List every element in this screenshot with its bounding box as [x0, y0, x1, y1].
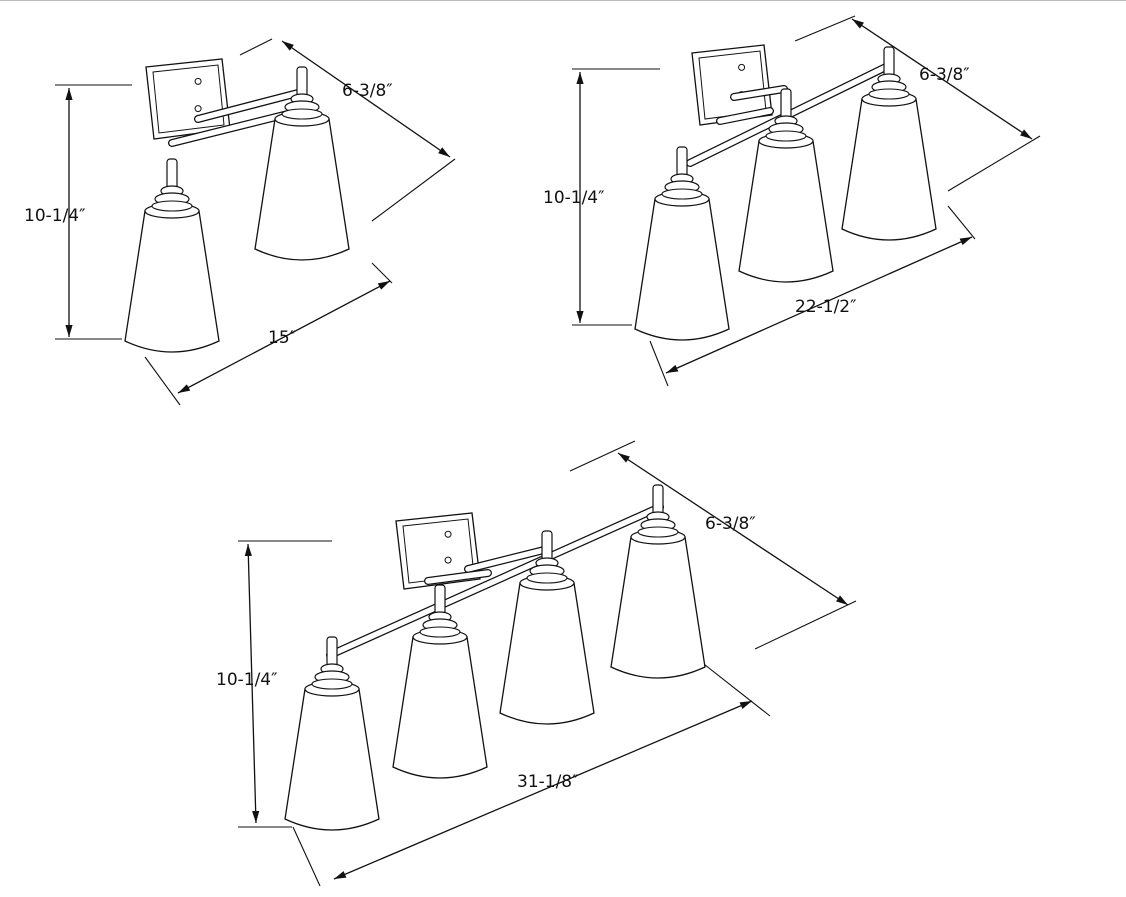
fig2-ext [794, 15, 856, 42]
fig2-ext [649, 340, 669, 387]
fig2-shade-mid-stem [780, 88, 792, 120]
fig1-depth-label: 6-3/8″ [342, 81, 393, 101]
fig3-width-arrow [333, 700, 753, 880]
fig3-backplate-screw [444, 556, 452, 564]
fig2-shade-mid-glass [738, 140, 834, 283]
fig1-shade-back-glass [254, 118, 350, 261]
fig1-backplate-screw [194, 77, 202, 85]
fig2-backplate [691, 44, 773, 126]
fig3-arm2 [425, 570, 491, 584]
fig1-backplate-inner [152, 64, 225, 134]
fig3-shade-4-glass-neck [637, 526, 679, 538]
fig1-arm [195, 90, 301, 122]
fig2-height-label: 10-1/4″ [543, 188, 605, 208]
fig3-height-label: 10-1/4″ [216, 670, 278, 690]
fig2-width-label: 22-1/2″ [795, 297, 857, 317]
fig1-ext [144, 356, 181, 406]
fig3-shade-1-glass [284, 688, 380, 831]
fig2-shade-front-glass-neck [661, 188, 703, 200]
fig3-crossbar [327, 504, 663, 658]
fig3-shade-3-glass [499, 582, 595, 725]
fig1-width-arrow [177, 280, 391, 394]
fig2-depth-label: 6-3/8″ [919, 65, 970, 85]
fig3-ext [754, 600, 857, 650]
fig3-shade-3-glass-neck [526, 572, 568, 584]
fig3-shade-4-stem [652, 484, 664, 516]
fig3-shade-1-glass-neck [311, 678, 353, 690]
fig2-shade-back-glass-neck [868, 88, 910, 100]
fig3-height-arrow [244, 543, 260, 824]
fig2-shade-mid-glass-neck [765, 130, 807, 142]
fig3-ext [699, 660, 771, 717]
fig2-arm2 [717, 108, 773, 124]
fig3-depth-arrow [617, 452, 849, 606]
fig3-backplate [395, 512, 481, 590]
fig3-shade-3-stem [541, 530, 553, 562]
fig3-depth-label: 6-3/8″ [705, 514, 756, 534]
fig2-ext [947, 205, 976, 240]
fig3-shade-2-stem [434, 584, 446, 616]
fig2-ext [947, 135, 1041, 192]
fig1-ext [371, 262, 393, 284]
fig2-depth-arrow [851, 18, 1033, 140]
fig1-shade-front-stem [166, 158, 178, 190]
fig3-ext [569, 440, 636, 472]
fig3-shade-2-glass [392, 636, 488, 779]
fig2-shade-front-glass [634, 198, 730, 341]
fig1-height-label: 10-1/4″ [24, 206, 86, 226]
fig2-shade-front-stem [676, 146, 688, 178]
fig1-ext [239, 38, 273, 56]
fig3-ext [292, 826, 321, 887]
fig3-backplate-screw [444, 530, 452, 538]
fig3-shade-2-glass-neck [419, 626, 461, 638]
fig1-width-label: 15″ [268, 328, 296, 348]
fig2-backplate-screw [738, 63, 746, 71]
fig3-shade-4-glass [610, 536, 706, 679]
fig3-width-label: 31-1/8″ [517, 772, 579, 792]
fig1-shade-back-glass-neck [281, 108, 323, 120]
fig1-shade-front-glass [124, 210, 220, 353]
fig1-shade-front-glass-neck [151, 200, 193, 212]
fig2-width-arrow [665, 236, 973, 374]
fig2-arm [731, 86, 787, 100]
fig1-depth-arrow [281, 40, 451, 158]
fig1-ext [371, 158, 456, 222]
fig3-arm [465, 546, 551, 572]
fig1-backplate-screw [194, 105, 202, 113]
fig2-shade-back-glass [841, 98, 937, 241]
fig1-shade-back-stem [296, 66, 308, 98]
fig3-shade-1-stem [326, 636, 338, 668]
fig2-shade-back-stem [883, 46, 895, 78]
